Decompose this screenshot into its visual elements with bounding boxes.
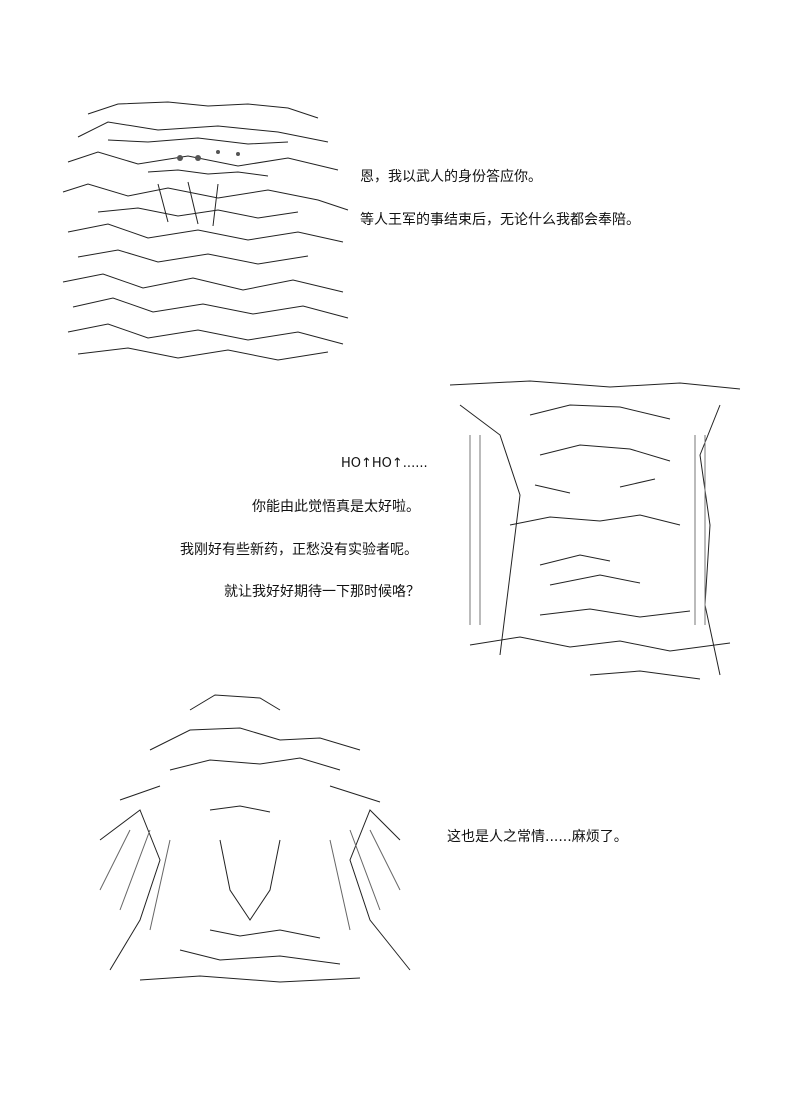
panel-2-line-2: 你能由此觉悟真是太好啦。 [252, 499, 420, 515]
ascii-art-warrior [48, 92, 358, 367]
panel-1-line-1: 恩，我以武人的身份答应你。 [360, 169, 542, 185]
panel-2-line-3: 我刚好有些新药，正愁没有实验者呢。 [180, 542, 418, 558]
panel-2-line-1: HO↑HO↑...... [341, 456, 428, 471]
panel-1-line-2: 等人王军的事结束后，无论什么我都会奉陪。 [360, 212, 640, 228]
panel-3-line-1: 这也是人之常情......麻烦了。 [447, 829, 628, 845]
panel-2-line-4: 就让我好好期待一下那时候咯？ [224, 584, 420, 600]
ascii-art-girl [440, 375, 750, 690]
ascii-art-robed-figure [80, 690, 440, 990]
